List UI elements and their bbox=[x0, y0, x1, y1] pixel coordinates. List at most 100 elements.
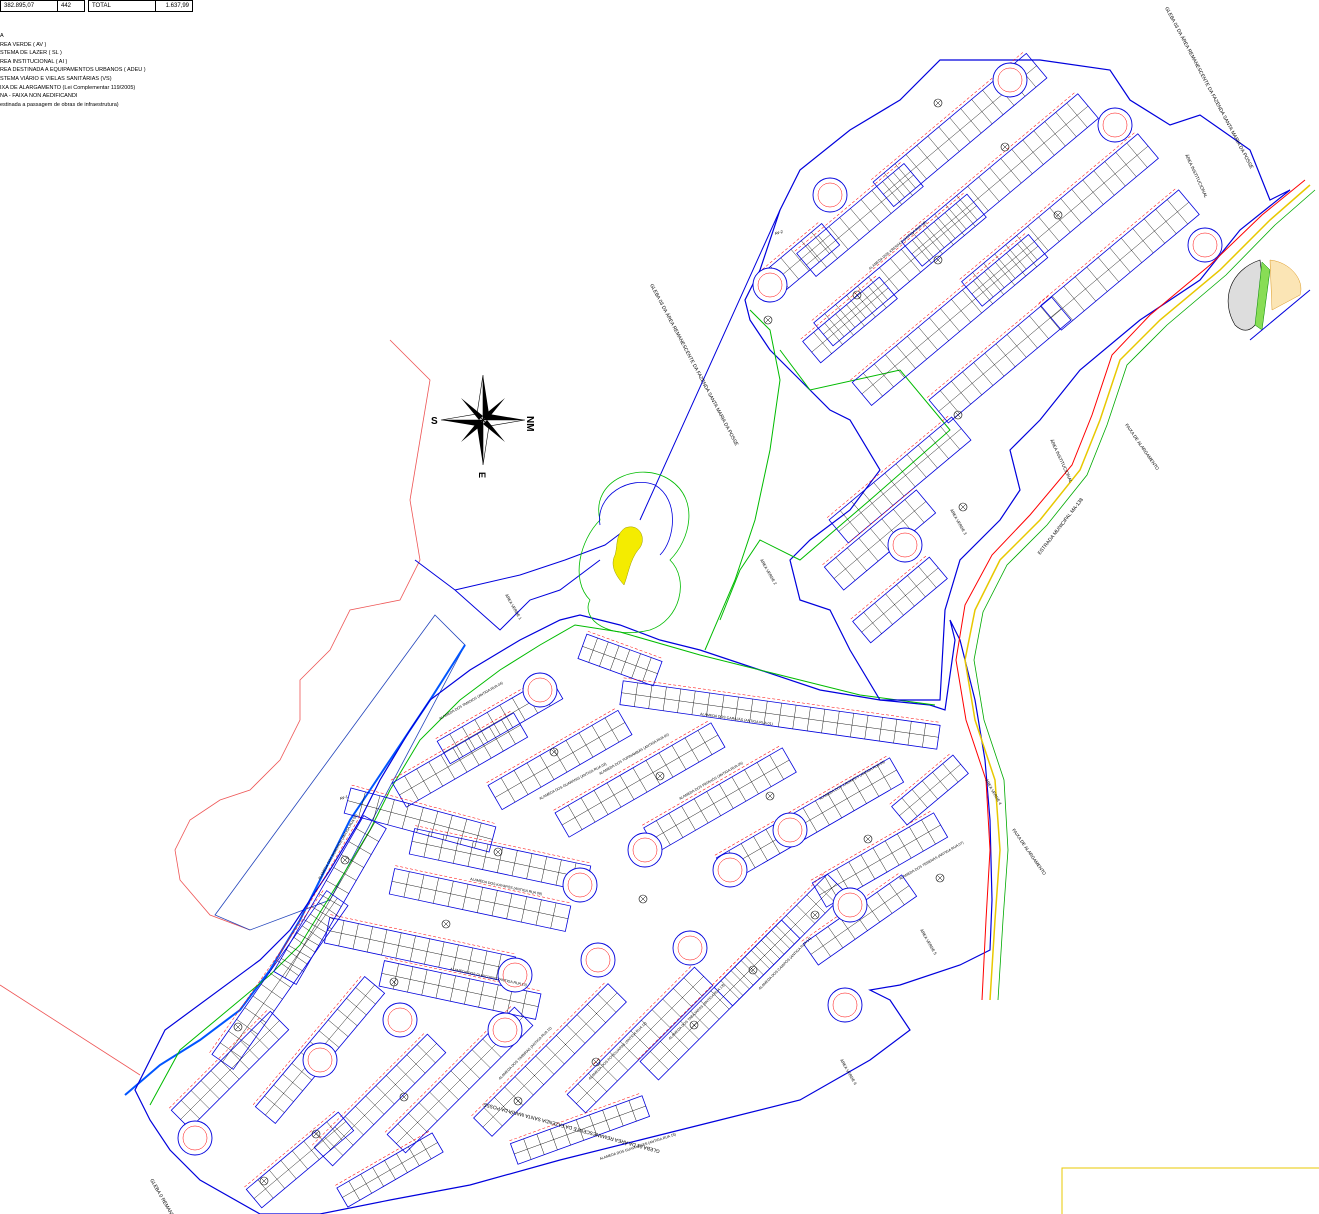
lot-divider bbox=[310, 913, 332, 930]
lot-divider bbox=[884, 840, 900, 866]
cul-de-sac-inner bbox=[1192, 232, 1218, 258]
street-label: ALAMEDA DOS KRENAKS (ANTIGA RUA 16) bbox=[868, 220, 927, 271]
lot-divider bbox=[372, 1167, 384, 1187]
legend-item-sl: STEMA DE LAZER ( SL ) bbox=[0, 50, 62, 57]
lot-divider bbox=[261, 984, 283, 1000]
lot-divider bbox=[927, 135, 949, 161]
lot-divider bbox=[862, 491, 882, 515]
lot-divider bbox=[807, 244, 827, 268]
lot-divider bbox=[360, 1174, 372, 1194]
lot-divider bbox=[577, 1083, 597, 1103]
setback-line bbox=[471, 981, 607, 1117]
lot-divider bbox=[1005, 244, 1027, 270]
lot-divider bbox=[190, 1090, 210, 1110]
lot-divider bbox=[815, 800, 830, 826]
lot-divider bbox=[418, 874, 425, 901]
lot-divider bbox=[780, 257, 799, 280]
block-midline bbox=[582, 646, 658, 674]
road-yellow-1 bbox=[964, 184, 1311, 1001]
survey-marker-cross bbox=[1001, 143, 1009, 151]
lot-divider bbox=[942, 763, 959, 783]
lot-divider bbox=[401, 803, 410, 829]
lot-divider bbox=[923, 230, 943, 255]
lot-divider bbox=[438, 941, 445, 968]
lot-divider bbox=[719, 784, 734, 809]
block-outline bbox=[928, 296, 1072, 424]
block-midline bbox=[861, 567, 939, 633]
cul-de-sac-inner bbox=[492, 1017, 518, 1043]
setback-line bbox=[850, 232, 1027, 381]
lot-divider bbox=[878, 717, 883, 742]
lot-divider bbox=[397, 1123, 417, 1143]
lot-divider bbox=[901, 797, 918, 817]
lot-divider bbox=[651, 1009, 671, 1029]
lot-divider bbox=[277, 960, 299, 976]
lot-divider bbox=[911, 789, 928, 808]
survey-marker bbox=[1053, 210, 1063, 220]
lot-divider bbox=[474, 719, 488, 743]
lot-divider bbox=[896, 584, 915, 607]
lot-divider bbox=[492, 984, 499, 1011]
survey-marker-cross bbox=[442, 920, 450, 928]
lot-divider bbox=[499, 705, 513, 728]
survey-marker bbox=[852, 290, 862, 300]
setback-line bbox=[758, 221, 820, 273]
lot-divider bbox=[662, 686, 667, 711]
lot-divider bbox=[341, 854, 364, 868]
block-outline bbox=[802, 276, 898, 364]
lot-divider bbox=[744, 769, 759, 795]
survey-marker bbox=[259, 1176, 269, 1186]
lot-divider bbox=[889, 883, 905, 905]
lot-divider bbox=[264, 1095, 285, 1113]
lot-divider bbox=[541, 856, 547, 883]
setback-line bbox=[800, 274, 878, 340]
lot-divider bbox=[818, 235, 838, 259]
lot-divider bbox=[932, 772, 949, 791]
legend-item-infraestrutura: estinada a passagem de obras de infraest… bbox=[0, 101, 119, 108]
lot-divider bbox=[326, 1121, 343, 1141]
setback-line bbox=[826, 414, 950, 518]
lot-divider bbox=[576, 1119, 584, 1141]
lot-divider bbox=[929, 435, 949, 459]
legend-item-non-aedificandi: NA - FAIXA NON AEDIFICANDI bbox=[0, 93, 78, 100]
lot-divider bbox=[960, 108, 982, 134]
lot-block bbox=[711, 871, 847, 1007]
lot-divider bbox=[1018, 325, 1038, 349]
lot-divider bbox=[929, 317, 949, 341]
survey-marker bbox=[933, 255, 943, 265]
lot-divider bbox=[645, 760, 661, 785]
lot-block bbox=[794, 161, 924, 278]
legend-item-av: REA VERDE ( AV ) bbox=[0, 41, 47, 48]
street-label: ALAMEDA DOS BORORÓS (ANTIGA RUA 08) bbox=[317, 813, 359, 881]
lot-divider bbox=[628, 1100, 637, 1122]
lot-divider bbox=[922, 723, 926, 748]
lot-divider bbox=[423, 831, 430, 858]
lot-divider bbox=[749, 699, 754, 723]
lot-divider bbox=[1144, 218, 1165, 244]
survey-marker-cross bbox=[934, 99, 942, 107]
lot-divider bbox=[545, 1045, 565, 1065]
lot-divider bbox=[778, 703, 782, 727]
setback-line bbox=[889, 752, 952, 805]
lot-divider bbox=[648, 684, 653, 709]
lot-divider bbox=[907, 575, 926, 598]
cul-de-sac-inner bbox=[997, 67, 1023, 93]
lot-divider bbox=[535, 1055, 555, 1075]
lot-divider bbox=[367, 926, 373, 953]
survey-marker-cross bbox=[954, 411, 962, 419]
survey-marker bbox=[399, 1092, 409, 1102]
lot-divider bbox=[660, 1041, 679, 1060]
lot-divider bbox=[786, 915, 805, 934]
lot-divider bbox=[677, 688, 682, 713]
label-area-institucional-top: ÁREA INSTITUCIONAL bbox=[1184, 153, 1210, 199]
lot-divider bbox=[440, 754, 456, 780]
survey-marker bbox=[810, 910, 820, 920]
lot-divider bbox=[1027, 226, 1049, 251]
lot-divider bbox=[452, 944, 459, 971]
lot-divider bbox=[918, 326, 938, 351]
lot-divider bbox=[984, 271, 1004, 295]
lot-divider bbox=[602, 1110, 611, 1131]
lot-divider bbox=[839, 217, 860, 241]
lot-divider bbox=[1126, 142, 1148, 168]
lot-divider bbox=[420, 1139, 432, 1160]
